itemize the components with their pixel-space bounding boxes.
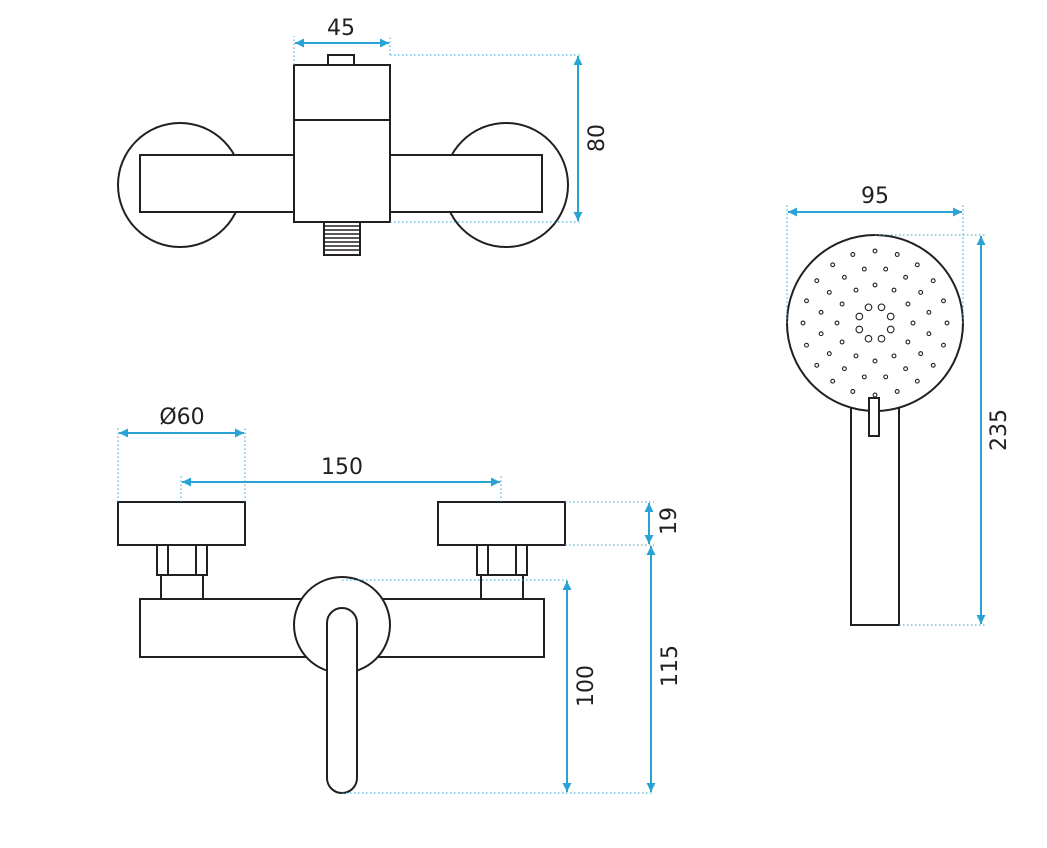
front-left-connector <box>156 544 208 600</box>
front-right-rosette <box>437 501 566 546</box>
nozzle-hole <box>826 351 832 357</box>
front-lever-handle <box>326 607 358 794</box>
nozzle-hole <box>818 331 824 337</box>
nozzle-hole <box>905 339 911 345</box>
dimension-label-rosette-diameter: Ø60 <box>159 405 204 430</box>
hand-shower-button <box>868 397 880 437</box>
nozzle-hole <box>886 325 895 334</box>
nozzle-hole <box>930 278 936 284</box>
hand-shower-nozzles <box>800 248 950 398</box>
nozzle-hole <box>905 301 911 307</box>
hand-shower-head <box>786 234 964 412</box>
nozzle-hole <box>834 320 840 326</box>
nozzle-hole <box>861 266 867 272</box>
nozzle-hole <box>926 331 932 337</box>
top-lever-stub <box>327 54 355 66</box>
front-right-connector <box>476 544 528 600</box>
dimension-label-rosette-depth: 19 <box>657 507 682 535</box>
nozzle-hole <box>814 362 820 368</box>
nozzle-hole <box>910 320 916 326</box>
nozzle-hole <box>826 289 832 295</box>
dimension-center-distance: 150 <box>180 455 502 502</box>
nozzle-hole <box>804 298 809 304</box>
dimension-head-width: 95 <box>786 184 964 323</box>
nozzle-hole <box>841 274 847 280</box>
dimension-label-head-width: 95 <box>861 184 889 209</box>
nozzle-hole <box>891 287 897 293</box>
nozzle-hole <box>872 248 878 254</box>
nozzle-hole <box>877 334 886 343</box>
nozzle-hole <box>818 309 824 315</box>
nozzle-hole <box>886 312 895 321</box>
nozzle-hole <box>903 366 909 372</box>
hand-shower-view: 95 235 <box>786 184 1012 626</box>
nozzle-hole <box>944 320 950 326</box>
nozzle-hole <box>864 334 873 343</box>
nozzle-hole <box>872 392 878 398</box>
nozzle-hole <box>894 389 900 394</box>
nozzle-hole <box>891 353 897 359</box>
nozzle-hole <box>914 262 920 268</box>
dimension-rosette-diameter: Ø60 <box>117 405 246 502</box>
nozzle-hole <box>814 278 820 284</box>
dimension-label-overall-height: 115 <box>658 645 683 687</box>
top-left-arm <box>139 154 296 213</box>
dimension-label-lever-height: 100 <box>574 665 599 707</box>
nozzle-hole <box>853 353 859 359</box>
nozzle-hole <box>850 252 856 257</box>
nozzle-hole <box>877 303 886 312</box>
nozzle-hole <box>861 374 867 380</box>
front-view: Ø60 150 19 100 115 <box>117 405 683 794</box>
nozzle-hole <box>841 366 847 372</box>
dimension-label-center-distance: 150 <box>321 455 363 480</box>
nozzle-hole <box>839 301 845 307</box>
nozzle-hole <box>830 378 836 384</box>
dimension-overall-height: 115 <box>646 546 683 792</box>
nozzle-hole <box>855 325 864 334</box>
dimension-rosette-depth: 19 <box>565 501 682 546</box>
nozzle-hole <box>930 362 936 368</box>
nozzle-hole <box>894 252 900 257</box>
top-mixer-body <box>293 64 391 223</box>
nozzle-hole <box>830 262 836 268</box>
dimension-label-shower-length: 235 <box>987 409 1012 451</box>
nozzle-hole <box>918 351 924 357</box>
dimension-label-top-height: 80 <box>585 124 610 152</box>
nozzle-hole <box>839 339 845 345</box>
nozzle-hole <box>903 274 909 280</box>
dimension-shower-length: 235 <box>875 234 1012 626</box>
top-outlet-thread <box>323 221 361 256</box>
dimension-label-top-width: 45 <box>327 16 355 41</box>
nozzle-hole <box>914 378 920 384</box>
nozzle-hole <box>872 282 878 288</box>
nozzle-hole <box>864 303 873 312</box>
nozzle-hole <box>883 374 889 380</box>
nozzle-hole <box>926 309 932 315</box>
top-view: 45 80 <box>117 16 610 256</box>
dimension-top-width: 45 <box>293 16 391 65</box>
top-right-arm <box>389 154 543 213</box>
dimension-lever-height: 100 <box>342 579 654 794</box>
nozzle-hole <box>804 342 809 348</box>
nozzle-hole <box>853 287 859 293</box>
nozzle-hole <box>941 298 946 304</box>
front-left-rosette <box>117 501 246 546</box>
nozzle-hole <box>918 289 924 295</box>
nozzle-hole <box>850 389 856 394</box>
nozzle-hole <box>941 342 946 348</box>
nozzle-hole <box>883 266 889 272</box>
dimension-top-height: 80 <box>390 54 610 223</box>
nozzle-hole <box>800 320 806 326</box>
nozzle-hole <box>855 312 864 321</box>
nozzle-hole <box>872 358 878 364</box>
